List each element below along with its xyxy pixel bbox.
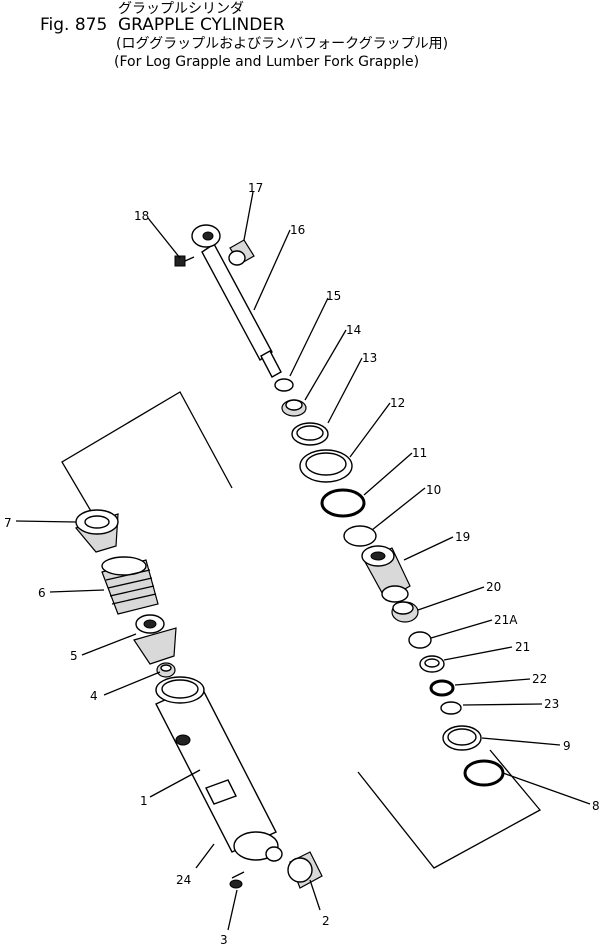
callout-11: 11 bbox=[412, 446, 427, 460]
o-ring-part-8 bbox=[463, 759, 505, 787]
snap-ring-part-15 bbox=[274, 378, 294, 392]
bushing-part-20 bbox=[391, 601, 419, 623]
bushing-part-4 bbox=[156, 662, 176, 678]
fig-label: Fig. 875 bbox=[40, 15, 107, 35]
callout-7: 7 bbox=[4, 516, 12, 530]
backup-ring-part-10 bbox=[343, 525, 377, 547]
callout-10: 10 bbox=[426, 483, 441, 497]
callout-3: 3 bbox=[220, 933, 228, 946]
callout-8: 8 bbox=[592, 799, 600, 813]
wiper-ring-part-12 bbox=[299, 449, 353, 483]
callout-9: 9 bbox=[563, 739, 571, 753]
callout-24: 24 bbox=[176, 873, 191, 887]
callout-22: 22 bbox=[532, 672, 547, 686]
callout-18: 18 bbox=[134, 209, 149, 223]
callout-2: 2 bbox=[322, 914, 330, 928]
o-ring-part-22 bbox=[429, 679, 455, 697]
grease-fitting-part-18 bbox=[174, 255, 195, 267]
callout-21a: 21A bbox=[494, 613, 518, 627]
leader-lines bbox=[15, 191, 591, 931]
callout-13: 13 bbox=[362, 351, 377, 365]
seal-part-9 bbox=[442, 725, 482, 751]
page-title: GRAPPLE CYLINDER bbox=[118, 15, 285, 35]
pin-part-2 bbox=[287, 851, 323, 889]
seal-part-13 bbox=[291, 422, 329, 446]
callout-15: 15 bbox=[326, 289, 341, 303]
piston-part-6 bbox=[101, 556, 159, 615]
callout-4: 4 bbox=[90, 689, 98, 703]
nut-part-7 bbox=[74, 509, 119, 553]
callout-20: 20 bbox=[486, 580, 501, 594]
subtitle-japanese: (ロググラップルおよびランバフォークグラップル用) bbox=[116, 36, 448, 52]
ring-part-23 bbox=[440, 701, 462, 715]
callout-21: 21 bbox=[515, 640, 530, 654]
subtitle-english: (For Log Grapple and Lumber Fork Grapple… bbox=[114, 54, 419, 70]
callout-5: 5 bbox=[70, 649, 78, 663]
grease-fitting-part-3 bbox=[229, 871, 245, 889]
group-bracket-left bbox=[61, 391, 233, 541]
callout-19: 19 bbox=[455, 530, 470, 544]
bushing-part-17 bbox=[228, 239, 255, 266]
callout-12: 12 bbox=[390, 396, 405, 410]
callout-14: 14 bbox=[346, 323, 361, 337]
piston-rod-part-16 bbox=[191, 224, 282, 378]
callout-16: 16 bbox=[290, 223, 305, 237]
callout-1: 1 bbox=[140, 794, 148, 808]
callout-6: 6 bbox=[38, 586, 46, 600]
name-plate-part-24 bbox=[205, 779, 237, 805]
ring-part-21 bbox=[419, 655, 445, 673]
o-ring-part-11 bbox=[320, 488, 366, 518]
callout-17: 17 bbox=[248, 181, 263, 195]
bushing-part-14 bbox=[281, 399, 307, 417]
piston-nut-part-5 bbox=[133, 614, 177, 665]
callout-23: 23 bbox=[544, 697, 559, 711]
group-bracket-right bbox=[357, 749, 542, 869]
cylinder-tube-part-1 bbox=[155, 676, 283, 862]
ring-part-21a bbox=[408, 631, 432, 649]
cylinder-head-part-19 bbox=[361, 545, 411, 603]
katakana-title: グラップルシリンダ bbox=[118, 1, 244, 17]
